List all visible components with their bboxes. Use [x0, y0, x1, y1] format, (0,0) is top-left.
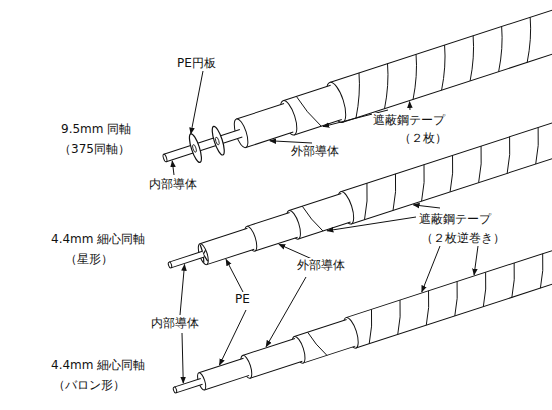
leader-arrow: [327, 217, 416, 231]
cable-name: 9.5mm 同軸: [60, 122, 132, 136]
part-label: 内部導体: [148, 177, 198, 191]
cable-layer: [173, 378, 203, 393]
part-label: 外部導体: [290, 144, 340, 158]
cable-name: 4.4mm 細心同軸: [50, 232, 146, 246]
leader-arrow: [172, 161, 174, 175]
leader-arrow: [270, 141, 312, 143]
cable-layer: [196, 358, 249, 391]
leader-arrow: [474, 246, 478, 275]
leader-arrow: [182, 333, 183, 383]
leader-arrow: [180, 264, 185, 315]
cable-layer: [231, 104, 293, 150]
leader-arrow: [422, 246, 440, 292]
leader-arrow: [409, 102, 410, 110]
leader-arrow: [413, 205, 440, 208]
pe-disc: [210, 125, 227, 156]
cable-layer: [196, 228, 254, 266]
leader-arrow: [219, 310, 246, 365]
cable-layer: [335, 33, 552, 226]
cable-type: （375同軸）: [58, 142, 131, 156]
cable-type: （バロン形）: [52, 378, 126, 392]
cable-layer: [323, 0, 552, 125]
part-note: （２枚逆巻き）: [420, 231, 506, 245]
part-label: PE円板: [176, 56, 217, 70]
leader-arrow: [266, 277, 306, 347]
part-label: 遮蔽鋼テープ: [372, 113, 446, 127]
part-note: （２枚）: [398, 131, 448, 145]
leader-arrow: [226, 259, 243, 292]
cable-name: 4.4mm 細心同軸: [50, 358, 146, 372]
leader-lines: [172, 71, 478, 383]
coax-cable: [163, 33, 552, 282]
part-label: 内部導体: [150, 316, 200, 330]
cable-layer: [162, 129, 242, 162]
coax-cable: [169, 158, 552, 405]
cable-type: （星形）: [64, 252, 114, 266]
part-label: 遮蔽鋼テープ: [418, 212, 492, 226]
cable-layer: [168, 251, 205, 268]
leader-arrow: [279, 244, 312, 259]
part-label: PE: [234, 292, 251, 306]
leader-arrow: [191, 71, 203, 134]
part-label: 外部導体: [296, 258, 346, 272]
pe-disc: [187, 133, 204, 164]
cable-layer: [341, 158, 552, 349]
